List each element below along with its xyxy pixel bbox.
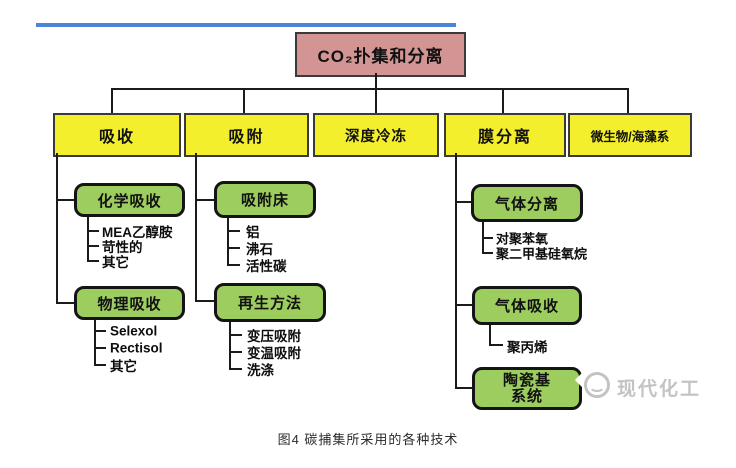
node-regeneration-method: 再生方法 <box>214 283 326 322</box>
connector-bed-items <box>227 218 229 265</box>
leaf-caustic: 苛性的 <box>102 240 143 255</box>
figure-caption: 图4 碳捕集所采用的各种技术 <box>277 432 459 447</box>
tick-regen-item-3 <box>229 368 242 370</box>
node-chemical-absorption: 化学吸收 <box>74 183 185 217</box>
connector-drop-adsorption <box>243 88 245 113</box>
connector-adsorption-trunk <box>195 153 197 302</box>
tick-physical-item-2 <box>94 347 106 349</box>
leaf-chemical-other: 其它 <box>102 255 129 270</box>
connector-stub-ceramic <box>455 387 472 389</box>
connector-root-drop <box>375 73 377 89</box>
connector-stub-chemical <box>56 199 74 201</box>
node-adsorption-label: 吸附 <box>228 129 265 146</box>
node-root-label: CO₂扑集和分离 <box>317 47 444 66</box>
tick-physical-item-3 <box>94 364 106 366</box>
tick-chemical-item-2 <box>87 245 99 247</box>
leaf-tsa: 变温吸附 <box>247 346 301 361</box>
node-gas-absorption: 气体吸收 <box>472 286 582 325</box>
node-ceramic-system: 陶瓷基 系统 <box>472 367 582 410</box>
leaf-selexol: Selexol <box>110 323 158 339</box>
connector-regeneration-items <box>229 322 231 369</box>
node-absorption: 吸收 <box>53 113 181 157</box>
node-adsorption: 吸附 <box>184 113 309 157</box>
tick-gassep-item-1 <box>482 237 493 239</box>
tick-chemical-item-3 <box>87 260 99 262</box>
node-cryogenic-label: 深度冷冻 <box>345 128 407 145</box>
watermark-smile-icon <box>589 380 605 392</box>
node-absorption-label: 吸收 <box>98 129 135 146</box>
tick-bed-item-2 <box>227 247 240 249</box>
connector-stub-physical <box>56 302 74 304</box>
node-physical-absorption-label: 物理吸收 <box>97 295 162 313</box>
node-ceramic-line1: 陶瓷基 <box>502 372 551 390</box>
watermark-text: 现代化工 <box>617 379 702 400</box>
node-chemical-absorption-label: 化学吸收 <box>97 192 162 210</box>
leaf-aluminum: 铝 <box>246 225 260 240</box>
node-membrane-separation: 膜分离 <box>444 113 566 157</box>
tick-bed-item-1 <box>227 230 240 232</box>
node-gas-separation: 气体分离 <box>471 184 583 222</box>
node-gas-separation-label: 气体分离 <box>494 195 559 213</box>
node-gas-absorption-label: 气体吸收 <box>494 298 559 315</box>
leaf-mea: MEA乙醇胺 <box>102 225 173 240</box>
leaf-ppo: 对聚苯氧 <box>496 231 549 247</box>
leaf-rectisol: Rectisol <box>110 340 163 356</box>
leaf-zeolite: 沸石 <box>246 242 273 257</box>
node-root-co2-capture: CO₂扑集和分离 <box>295 32 466 77</box>
tick-bed-item-3 <box>227 264 240 266</box>
connector-stub-gas-absorption <box>455 304 472 306</box>
leaf-polypropylene: 聚丙烯 <box>507 340 548 355</box>
leaf-physical-other: 其它 <box>110 359 137 374</box>
connector-drop-absorption <box>111 88 113 113</box>
node-cryogenic: 深度冷冻 <box>313 113 439 157</box>
connector-level2-bus <box>111 88 629 90</box>
top-divider-rule <box>36 23 456 27</box>
leaf-psa: 变压吸附 <box>247 329 301 344</box>
node-physical-absorption: 物理吸收 <box>74 286 185 320</box>
node-adsorption-bed: 吸附床 <box>214 181 316 218</box>
connector-chemical-items <box>87 217 89 262</box>
node-ceramic-line2: 系统 <box>510 387 543 405</box>
node-microbial-label: 微生物/海藻系 <box>590 129 670 144</box>
tick-gasabs-item-1 <box>489 344 503 346</box>
node-adsorption-bed-label: 吸附床 <box>240 192 289 209</box>
connector-gas-absorption-items <box>489 325 491 346</box>
node-ceramic-system-label: 陶瓷基 系统 <box>503 373 551 404</box>
connector-membrane-trunk <box>455 153 457 388</box>
node-regeneration-label: 再生方法 <box>237 295 302 312</box>
connector-stub-regeneration <box>195 300 214 302</box>
connector-drop-microbial <box>627 88 629 113</box>
leaf-washing: 洗涤 <box>247 363 274 378</box>
tick-physical-item-1 <box>94 330 106 332</box>
connector-stub-bed <box>195 199 214 201</box>
tick-chemical-item-1 <box>87 230 99 232</box>
node-membrane-label: 膜分离 <box>477 129 532 146</box>
tick-regen-item-2 <box>229 351 242 353</box>
node-microbial-algae: 微生物/海藻系 <box>568 113 692 157</box>
connector-drop-membrane <box>502 88 504 113</box>
connector-absorption-trunk <box>56 153 58 304</box>
tick-gassep-item-2 <box>482 252 493 254</box>
leaf-pdms: 聚二甲基硅氧烷 <box>496 246 588 262</box>
connector-stub-gas-separation <box>455 201 471 203</box>
connector-physical-items <box>94 320 96 366</box>
tick-regen-item-1 <box>229 334 242 336</box>
leaf-activated-carbon: 活性碳 <box>246 259 287 274</box>
connector-drop-cryogenic <box>375 88 377 113</box>
